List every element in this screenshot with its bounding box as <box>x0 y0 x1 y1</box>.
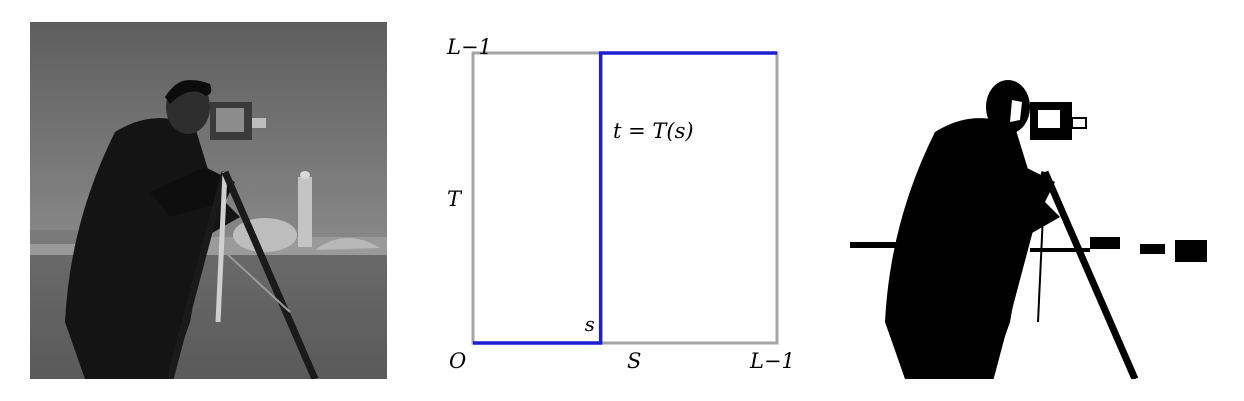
threshold-transfer-diagram: L−1 T O S L−1 s t = T(s) <box>446 35 795 373</box>
tower <box>298 177 312 247</box>
threshold-label: s <box>585 312 595 336</box>
tripod-leg-left <box>986 171 1049 379</box>
tripod-leg-mid <box>215 171 228 323</box>
threshold-step-curve <box>473 51 777 345</box>
camera-front-highlight <box>1038 110 1060 128</box>
tripod-brace <box>224 251 291 313</box>
vertical-axis-label: T <box>447 187 463 211</box>
curve-label: t = T(s) <box>613 119 694 143</box>
origin-label: O <box>449 349 466 373</box>
horizon-band <box>1090 237 1120 249</box>
horizontal-axis-label: S <box>627 349 641 373</box>
camera-front <box>216 108 244 132</box>
camera-lens <box>252 118 266 128</box>
head-silhouette <box>986 80 1030 134</box>
dome <box>233 218 297 252</box>
tripod-leg-right <box>1041 170 1139 379</box>
horizon-band <box>1175 240 1207 262</box>
top-axis-label: L−1 <box>446 35 492 59</box>
horizon-band <box>850 242 910 248</box>
axis-box <box>471 51 779 345</box>
hair <box>165 80 212 104</box>
grayscale-photo <box>30 22 387 379</box>
tripod-leg-left <box>166 171 229 379</box>
horizon-band <box>1140 244 1165 254</box>
face-highlight <box>1010 100 1022 122</box>
tripod-leg-mid <box>1037 171 1046 323</box>
camera-lens-highlight <box>1071 117 1087 129</box>
right-axis-label: L−1 <box>749 349 795 373</box>
tripod-leg-right <box>221 170 319 379</box>
binary-thresholded-photo <box>850 22 1207 379</box>
pavilion <box>315 237 380 250</box>
tower-top <box>300 171 310 179</box>
tree-line <box>30 230 90 244</box>
horizon-band <box>1030 248 1090 252</box>
